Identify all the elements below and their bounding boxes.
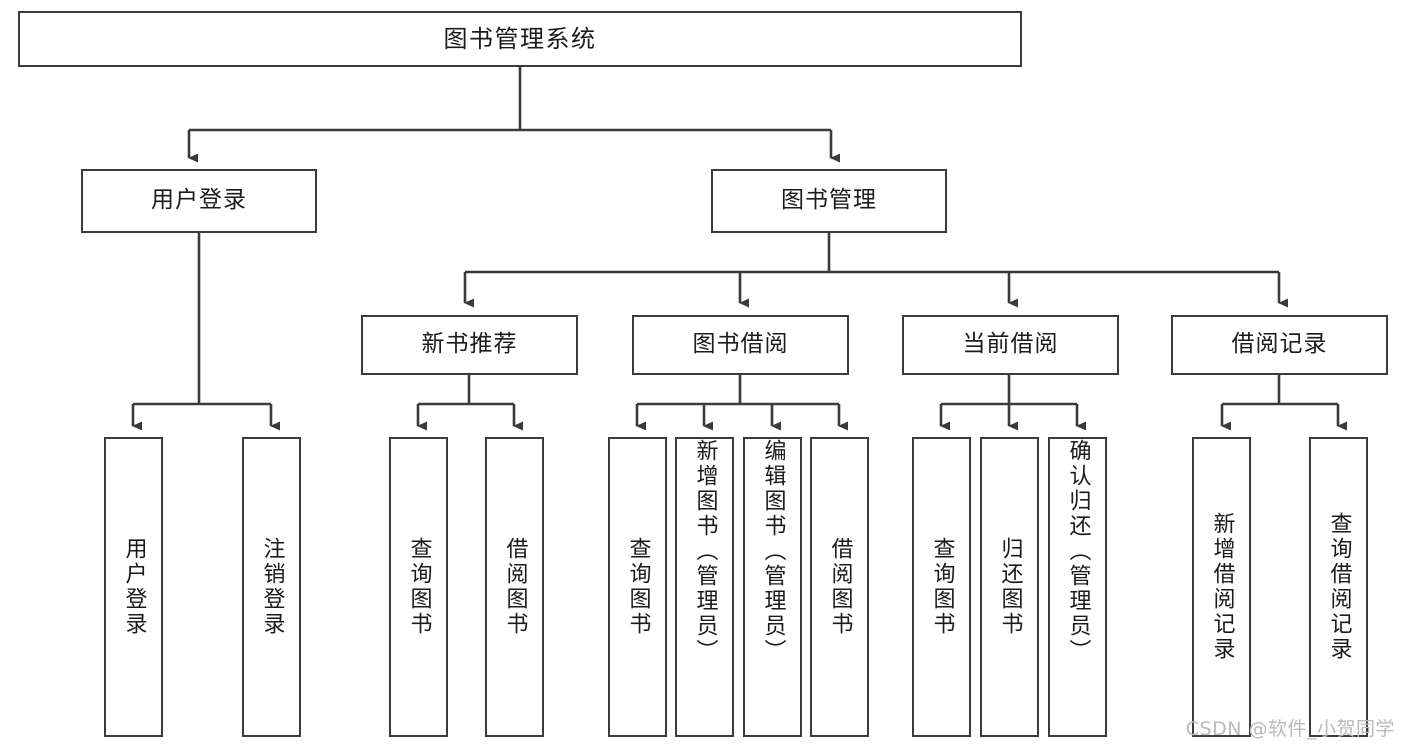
- leaf-current-return-book[interactable]: 归还图书: [980, 437, 1039, 737]
- leaf-borrow-add-book-admin[interactable]: 新增图书（管理员）: [675, 437, 734, 737]
- node-label: 新书推荐: [421, 331, 518, 358]
- leaf-borrow-borrow-book[interactable]: 借阅图书: [810, 437, 869, 737]
- leaf-borrow-edit-book-admin[interactable]: 编辑图书（管理员）: [743, 437, 802, 737]
- leaf-current-query-book[interactable]: 查询图书: [912, 437, 971, 737]
- node-label: 用户登录: [121, 537, 147, 637]
- node-label: 借阅记录: [1231, 331, 1328, 358]
- leaf-user-login-login[interactable]: 用户登录: [104, 437, 163, 737]
- leaf-borrow-query-book[interactable]: 查询图书: [608, 437, 667, 737]
- node-label: 当前借阅: [962, 331, 1059, 358]
- node-label: 归还图书: [997, 537, 1023, 637]
- leaf-record-query-record[interactable]: 查询借阅记录: [1309, 437, 1368, 737]
- node-label: 查询图书: [625, 537, 651, 637]
- node-label: 图书借阅: [692, 331, 789, 358]
- node-label: 查询图书: [406, 537, 432, 637]
- node-label: 借阅图书: [827, 537, 853, 637]
- leaf-record-add-record[interactable]: 新增借阅记录: [1192, 437, 1251, 737]
- leaf-recommend-query-book[interactable]: 查询图书: [389, 437, 448, 737]
- node-current-borrow[interactable]: 当前借阅: [902, 315, 1119, 375]
- node-root-system[interactable]: 图书管理系统: [18, 11, 1022, 67]
- node-label: 查询图书: [929, 537, 955, 637]
- node-user-login[interactable]: 用户登录: [81, 169, 317, 233]
- node-new-book-recommend[interactable]: 新书推荐: [361, 315, 578, 375]
- node-borrow-record[interactable]: 借阅记录: [1171, 315, 1388, 375]
- node-label: 编辑图书（管理员）: [760, 439, 786, 664]
- node-label: 确认归还（管理员）: [1065, 439, 1091, 664]
- node-book-management[interactable]: 图书管理: [711, 169, 947, 233]
- leaf-user-login-logout[interactable]: 注销登录: [242, 437, 301, 737]
- node-label: 新增图书（管理员）: [692, 439, 718, 664]
- node-book-borrow[interactable]: 图书借阅: [632, 315, 849, 375]
- node-label: 图书管理系统: [443, 24, 597, 53]
- node-label: 用户登录: [151, 187, 247, 214]
- leaf-current-confirm-return-admin[interactable]: 确认归还（管理员）: [1048, 437, 1107, 737]
- node-label: 图书管理: [781, 187, 877, 214]
- node-label: 新增借阅记录: [1209, 512, 1235, 662]
- node-label: 借阅图书: [502, 537, 528, 637]
- csdn-watermark: CSDN @软件_小贺同学: [1185, 718, 1395, 740]
- leaf-recommend-borrow-book[interactable]: 借阅图书: [485, 437, 544, 737]
- node-label: 注销登录: [259, 537, 285, 637]
- node-label: 查询借阅记录: [1326, 512, 1352, 662]
